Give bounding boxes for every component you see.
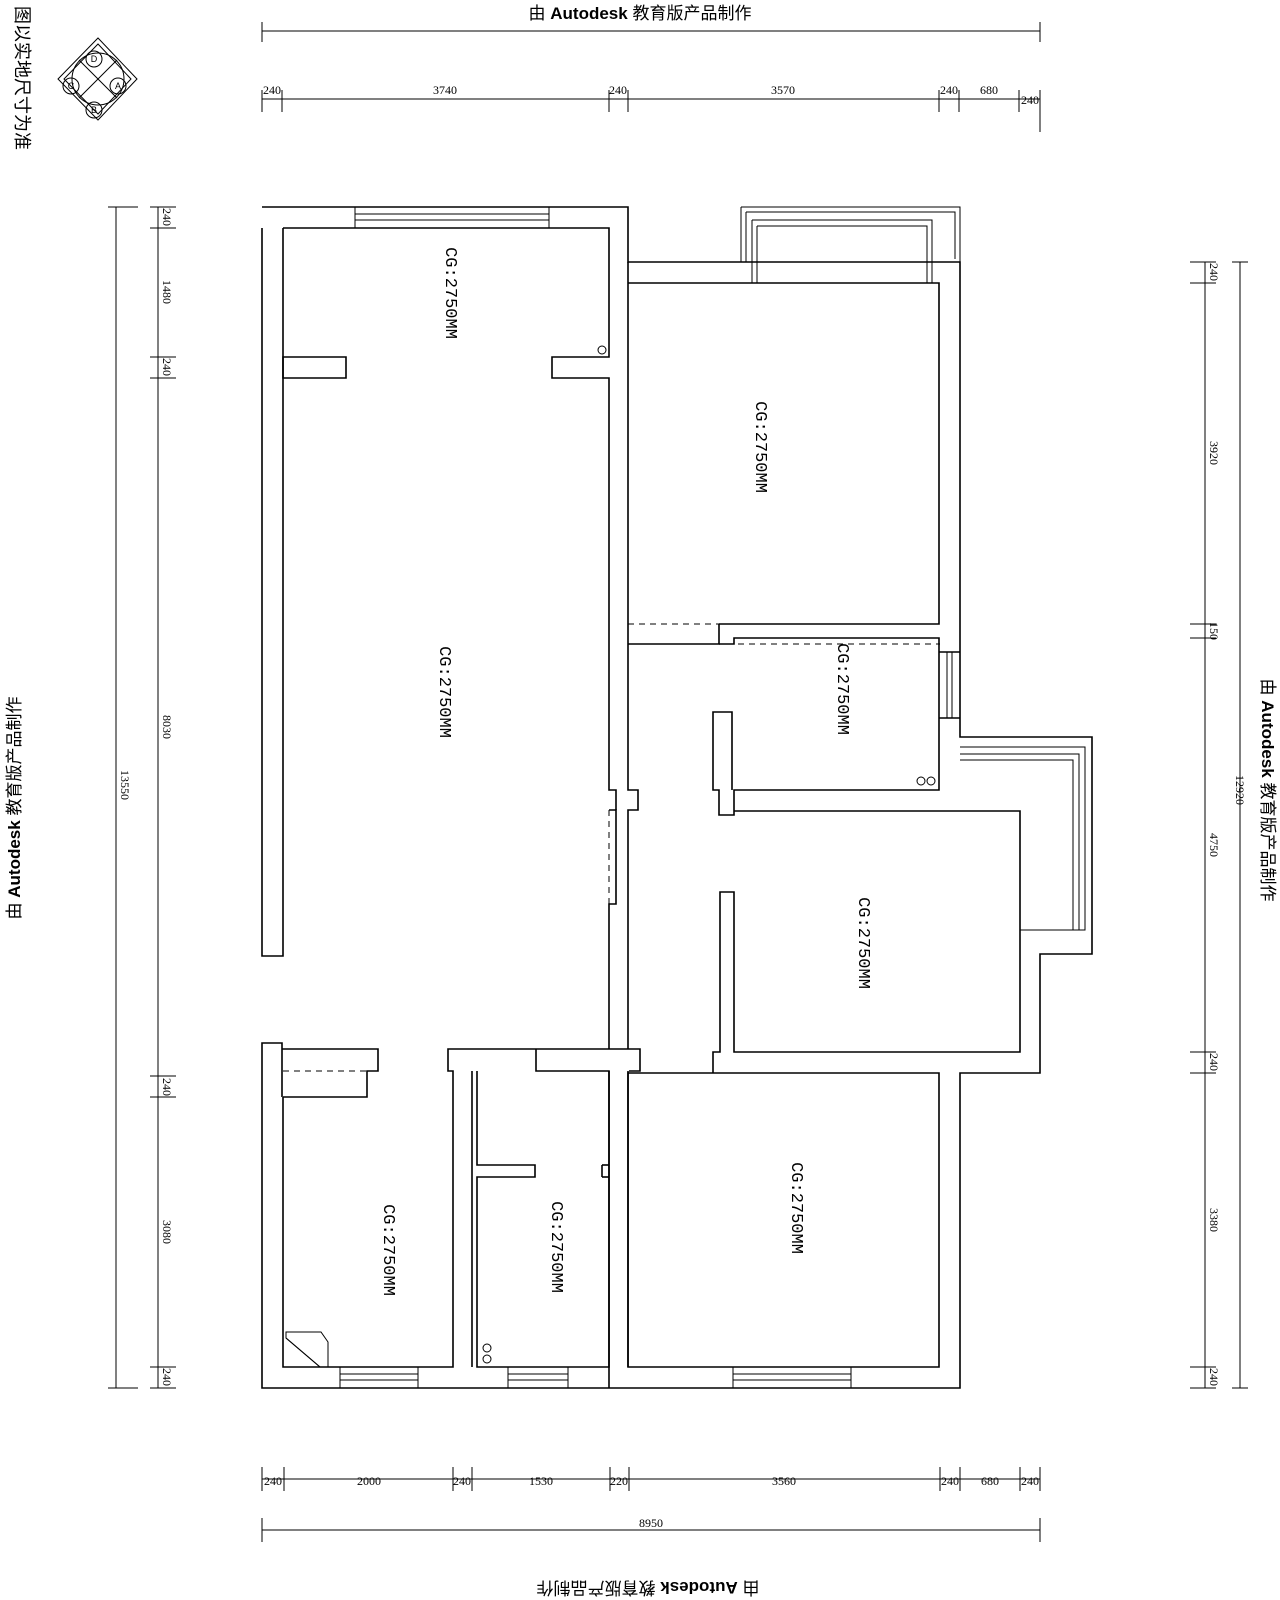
- svg-text:CG:2750MM: CG:2750MM: [546, 1201, 565, 1293]
- top-dimensions: 240 3740 240 3570 240 680 240: [263, 83, 1039, 107]
- svg-text:3570: 3570: [771, 83, 795, 97]
- svg-text:240: 240: [263, 83, 281, 97]
- watermark-left: 由 Autodesk 教育版产品制作: [5, 697, 24, 920]
- svg-text:D: D: [91, 54, 98, 64]
- svg-text:CG:2750MM: CG:2750MM: [434, 646, 453, 738]
- svg-text:3380: 3380: [1207, 1208, 1221, 1232]
- svg-text:B: B: [91, 105, 97, 115]
- svg-text:8030: 8030: [160, 715, 174, 739]
- svg-text:12920: 12920: [1233, 775, 1247, 805]
- stair-icon: [285, 1331, 329, 1368]
- svg-text:680: 680: [980, 83, 998, 97]
- pipe-icons: [482, 345, 936, 1364]
- svg-text:1480: 1480: [160, 280, 174, 304]
- svg-text:150: 150: [1207, 622, 1221, 640]
- svg-text:240: 240: [1207, 1368, 1221, 1386]
- svg-text:13550: 13550: [118, 770, 132, 800]
- svg-text:240: 240: [453, 1474, 471, 1488]
- svg-text:240: 240: [264, 1474, 282, 1488]
- compass-icon: D A C B: [57, 37, 138, 121]
- svg-text:CG:2750MM: CG:2750MM: [832, 643, 851, 735]
- svg-text:240: 240: [1207, 263, 1221, 281]
- svg-text:3080: 3080: [160, 1220, 174, 1244]
- svg-text:3920: 3920: [1207, 441, 1221, 465]
- watermark-bottom: 由 Autodesk 教育版产品制作: [537, 1578, 760, 1597]
- dimension-lines: [108, 22, 1248, 1542]
- svg-text:CG:2750MM: CG:2750MM: [786, 1162, 805, 1254]
- svg-text:3560: 3560: [772, 1474, 796, 1488]
- door-openings: [283, 623, 940, 1072]
- svg-text:240: 240: [1021, 93, 1039, 107]
- svg-text:240: 240: [160, 208, 174, 226]
- svg-text:CG:2750MM: CG:2750MM: [378, 1204, 397, 1296]
- svg-text:1530: 1530: [529, 1474, 553, 1488]
- svg-text:C: C: [68, 81, 75, 91]
- svg-text:240: 240: [160, 1078, 174, 1096]
- watermark-right: 由 Autodesk 教育版产品制作: [1258, 679, 1277, 902]
- svg-text:680: 680: [981, 1474, 999, 1488]
- svg-text:CG:2750MM: CG:2750MM: [750, 401, 769, 493]
- svg-text:2000: 2000: [357, 1474, 381, 1488]
- svg-text:3740: 3740: [433, 83, 457, 97]
- right-dimensions: 240 3920 150 4750 240 3380 240 12920: [1207, 263, 1247, 1386]
- bottom-dimensions: 240 2000 240 1530 220 3560 240 680 240 8…: [264, 1474, 1039, 1530]
- svg-text:240: 240: [160, 1368, 174, 1386]
- svg-text:240: 240: [609, 83, 627, 97]
- room-labels: CG:2750MM CG:2750MM CG:2750MM CG:2750MM …: [378, 247, 872, 1296]
- svg-text:240: 240: [941, 1474, 959, 1488]
- svg-text:4750: 4750: [1207, 833, 1221, 857]
- svg-text:240: 240: [1021, 1474, 1039, 1488]
- scale-note: 图以实地尺寸为准: [12, 6, 32, 150]
- svg-text:240: 240: [1207, 1053, 1221, 1071]
- svg-text:CG:2750MM: CG:2750MM: [853, 897, 872, 989]
- svg-text:220: 220: [610, 1474, 628, 1488]
- svg-text:8950: 8950: [639, 1516, 663, 1530]
- svg-text:240: 240: [160, 358, 174, 376]
- svg-text:A: A: [115, 81, 121, 91]
- svg-text:CG:2750MM: CG:2750MM: [440, 247, 459, 339]
- watermark-top: 由 Autodesk 教育版产品制作: [529, 4, 752, 23]
- left-dimensions: 240 1480 240 8030 240 3080 240 13550: [118, 208, 174, 1386]
- walls: [261, 206, 1093, 1389]
- windows: [339, 206, 852, 1389]
- svg-text:240: 240: [940, 83, 958, 97]
